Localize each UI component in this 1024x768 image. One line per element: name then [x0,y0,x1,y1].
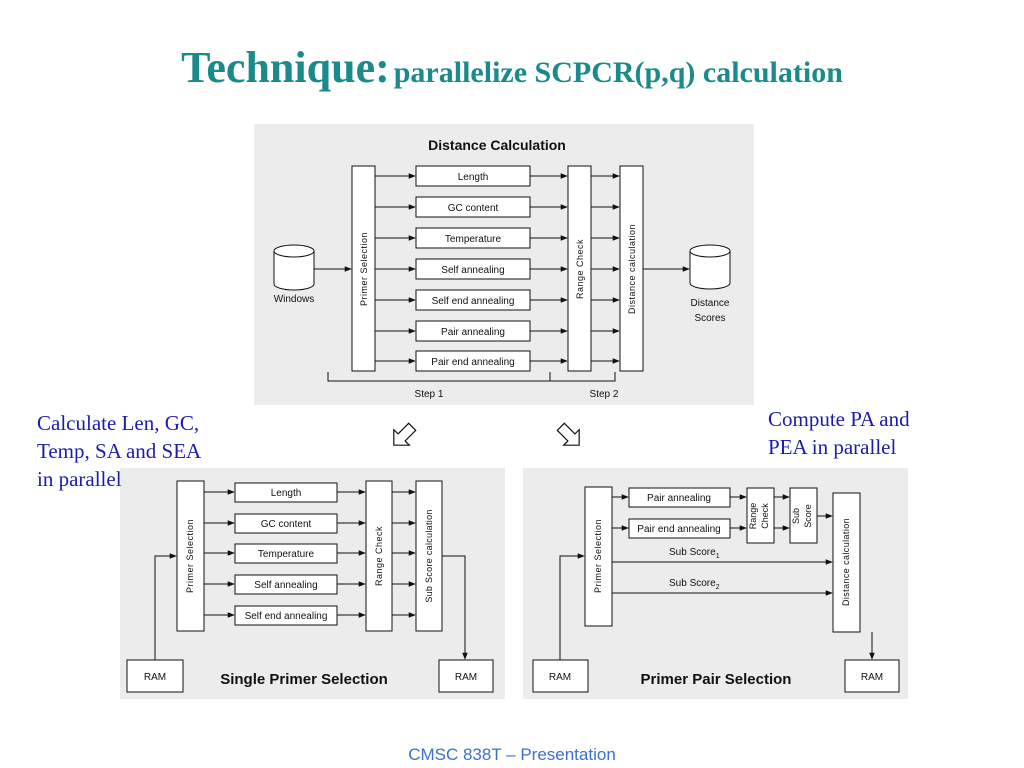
pair-sub-score-2-subscript: 2 [716,584,720,591]
pair-range-check-box [746,487,775,544]
note-left: Calculate Len, GC, Temp, SA and SEA in p… [37,411,202,491]
single-feature-row-length: Length [204,482,416,503]
single-range-check-box [365,480,393,632]
top-feature-label: Self end annealing [432,296,515,307]
single-ram-out-box [438,659,494,693]
step1-label: Step 1 [415,389,444,400]
pair-ram-in-arrow [559,553,585,660]
distance-calculation-panel: Distance Calculation Windows Primer Sele… [254,124,754,405]
title-rest: parallelize SCPCR(p,q) calculation [393,56,843,89]
top-feature-row-length: Length [375,165,620,187]
top-feature-row-temp: Temperature [375,227,620,249]
pair-sub-score-box [789,487,818,544]
single-ram-in-label: RAM [144,672,166,683]
distance-scores-label-2: Scores [694,313,725,324]
top-feature-label: Self annealing [441,265,504,276]
single-feature-label: Self annealing [254,580,317,591]
pair-sub-score-label-1: Sub [791,508,801,524]
single-feature-label: Self end annealing [245,611,328,622]
pair-sub-score-1-label: Sub Score1 [669,547,720,560]
single-feature-label: Temperature [258,549,315,560]
pair-feature-label: Pair end annealing [637,524,720,535]
step-bracket [327,372,616,382]
pair-range-check-label-1: Range [748,503,758,530]
pair-feature-label: Pair annealing [647,493,711,504]
single-ram-out-label: RAM [455,672,477,683]
distance-scores-label-1: Distance [691,298,730,309]
single-primer-selection-label: Primer Selection [185,519,195,593]
top-range-check-label: Range Check [575,239,585,299]
windows-database-icon [273,244,315,291]
primer-pair-selection-panel: RAM Primer Selection Pair annealing Pair… [523,468,908,699]
top-feature-label: Pair annealing [441,327,505,338]
pair-sub-score-2-label: Sub Score2 [669,578,720,591]
top-panel-title: Distance Calculation [428,137,566,153]
top-feature-label: Length [458,172,489,183]
pair-ram-out-box [844,659,900,693]
pair-primer-selection-label: Primer Selection [593,519,603,593]
slide-title: Technique: parallelize SCPCR(p,q) calcul… [0,42,1024,93]
top-feature-label: GC content [448,203,499,214]
single-ram-out-arrow [442,555,468,660]
top-feature-row-pea: Pair end annealing [375,350,620,372]
single-ram-in-box [126,659,184,693]
single-feature-row-sa: Self annealing [204,574,416,595]
top-distance-calc-label: Distance calculation [627,224,637,314]
single-ram-in-arrow [154,553,177,660]
hollow-arrow-right-icon [556,422,580,446]
distance-scores-database-icon [689,244,731,290]
pair-feature-row-pa: Pair annealing [612,487,747,508]
step2-label: Step 2 [590,389,619,400]
pair-range-check-label-2: Check [760,503,770,529]
single-feature-row-gc: GC content [204,513,416,534]
single-feature-row-temp: Temperature [204,543,416,564]
top-feature-row-sea: Self end annealing [375,289,620,311]
single-panel-title: Single Primer Selection [220,671,388,688]
single-sub-score-label: Sub Score calculation [424,509,434,602]
windows-label: Windows [274,294,315,305]
pair-distance-calc-box [832,492,861,633]
single-primer-selection-box [176,480,205,632]
pair-distance-calc-label: Distance calculation [841,518,851,606]
pair-ram-in-label: RAM [549,672,571,683]
top-feature-label: Temperature [445,234,502,245]
top-feature-row-pa: Pair annealing [375,320,620,342]
single-feature-label: GC content [261,519,312,530]
pair-feature-row-pea: Pair end annealing [612,518,747,539]
pair-ram-out-label: RAM [861,672,883,683]
pair-sub-score-label-2: Score [803,504,813,528]
pair-sub-score-2-text: Sub Score [669,578,716,589]
single-primer-selection-panel: RAM Primer Selection Range Check Sub Sco… [120,468,505,699]
top-feature-row-sa: Self annealing [375,258,620,280]
pair-sub-score-1-text: Sub Score [669,547,716,558]
pair-primer-selection-box [584,486,613,627]
note-right: Compute PA and PEA in parallel [768,407,910,459]
single-feature-label: Length [271,488,302,499]
top-feature-label: Pair end annealing [431,357,514,368]
single-range-check-label: Range Check [374,526,384,586]
footer: CMSC 838T – Presentation [408,745,616,764]
top-primer-selection-label: Primer Selection [359,232,369,306]
hollow-arrow-left-icon [393,422,417,446]
pair-sub-score-1-subscript: 1 [716,553,720,560]
top-feature-row-gc: GC content [375,196,620,218]
title-main: Technique: [181,43,390,92]
pair-panel-title: Primer Pair Selection [641,671,792,688]
single-feature-row-sea: Self end annealing [204,605,416,626]
single-sub-score-box [415,480,443,632]
